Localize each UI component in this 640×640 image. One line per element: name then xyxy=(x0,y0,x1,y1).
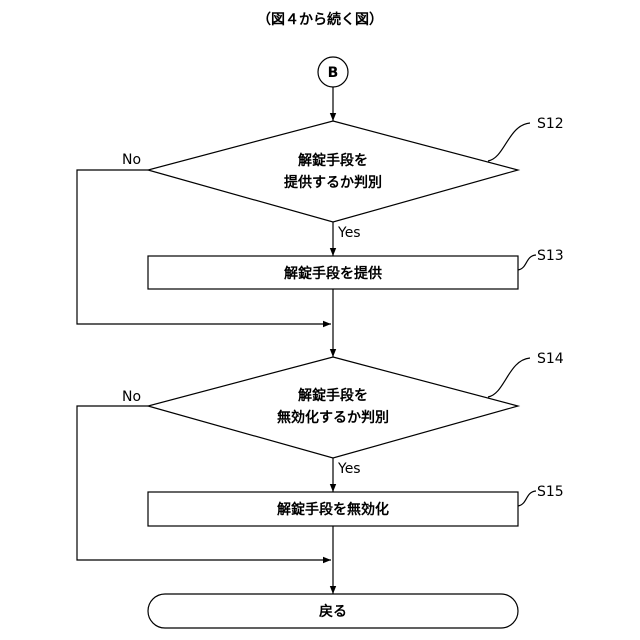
end-text: 戻る xyxy=(318,603,347,620)
s14-leader xyxy=(488,358,530,397)
s14-text-line2: 無効化するか判別 xyxy=(277,409,389,426)
s14-yes-label: Yes xyxy=(337,461,361,477)
s13-text: 解錠手段を提供 xyxy=(284,265,382,282)
s15-text: 解錠手段を無効化 xyxy=(277,501,389,518)
s14-ref: S14 xyxy=(537,351,564,367)
s12-leader xyxy=(488,123,530,161)
s12-text-line2: 提供するか判別 xyxy=(284,174,382,191)
s15-ref: S15 xyxy=(537,484,564,500)
s14-no-label: No xyxy=(122,389,141,405)
s12-text-line1: 解錠手段を xyxy=(298,152,368,169)
decision-s12 xyxy=(148,121,518,222)
s13-leader xyxy=(518,255,536,270)
decision-s14 xyxy=(148,357,518,458)
figure-title: （図４から続く図） xyxy=(257,11,383,28)
s12-yes-label: Yes xyxy=(337,225,361,241)
s14-text-line1: 解錠手段を xyxy=(298,387,368,404)
s13-ref: S13 xyxy=(537,248,564,264)
connector-label: B xyxy=(328,65,339,81)
s12-ref: S12 xyxy=(537,116,564,132)
s15-leader xyxy=(518,491,536,506)
s12-no-label: No xyxy=(122,152,141,168)
